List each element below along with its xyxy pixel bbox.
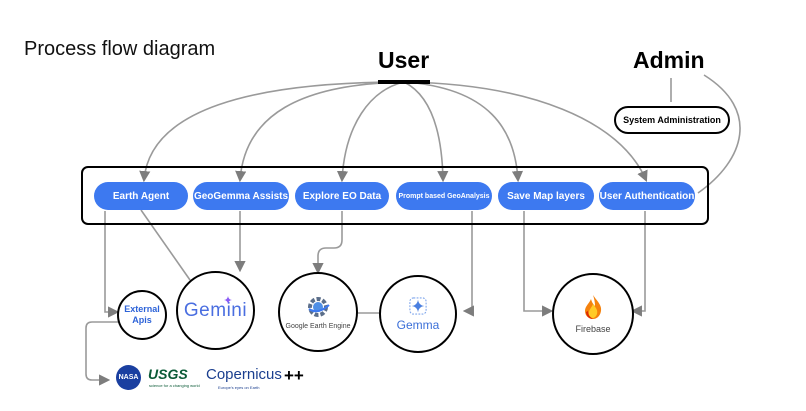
user-bar xyxy=(378,80,430,84)
edge-extapis-sources xyxy=(85,321,118,386)
usgs-tagline: science for a changing world xyxy=(149,383,200,388)
copernicus-tagline: Europe's eyes on Earth xyxy=(218,385,260,390)
gemma-label: Gemma xyxy=(396,317,440,332)
gemma-sparkle-icon xyxy=(409,296,427,315)
edge-user-auth xyxy=(403,81,648,183)
external-apis-label-line-1: External xyxy=(124,304,160,314)
prompt-based-geoanalysis-node: Prompt based GeoAnalysis xyxy=(396,182,492,210)
features-container xyxy=(81,166,709,225)
edge-explore-gee xyxy=(312,211,343,275)
edge-earth-agent-extapis xyxy=(104,211,120,318)
firebase-flame-icon xyxy=(585,295,602,319)
geogemma-assists-node: GeoGemma Assists xyxy=(193,182,289,210)
user-authentication-node: User Authentication xyxy=(599,182,695,210)
google-earth-engine-label: Google Earth Engine xyxy=(285,322,351,330)
edge-admin-auth xyxy=(697,74,741,194)
edge-user-geogemma xyxy=(235,81,405,183)
copernicus-label: Copernicus xyxy=(206,366,282,383)
nasa-logo: NASA xyxy=(116,365,141,390)
edge-user-explore xyxy=(336,81,405,183)
gemini-node: Gemini xyxy=(176,271,255,350)
firebase-node: Firebase xyxy=(552,273,634,355)
google-earth-engine-node: Google Earth Engine xyxy=(278,272,358,352)
gemma-node: Gemma xyxy=(379,275,457,353)
gemini-label: Gemini xyxy=(183,299,248,321)
firebase-label: Firebase xyxy=(575,324,611,334)
external-apis-node: External Apis xyxy=(117,290,167,340)
edge-prompt-gemma xyxy=(462,211,474,317)
edge-user-prompt xyxy=(403,81,449,183)
explore-eo-data-node: Explore EO Data xyxy=(295,182,389,210)
admin-actor-label: Admin xyxy=(633,47,705,73)
system-administration-node: System Administration xyxy=(614,106,730,134)
save-map-layers-node: Save Map layers xyxy=(498,182,594,210)
edge-earth-agent-gemini xyxy=(140,209,191,281)
edge-save-firebase xyxy=(523,211,554,317)
more-sources-label: ++ xyxy=(284,366,304,385)
external-apis-label-line-2: Apis xyxy=(132,315,152,325)
earth-engine-gear-icon xyxy=(308,296,330,317)
edge-auth-firebase xyxy=(630,211,646,317)
edge-user-earth-agent xyxy=(139,81,405,183)
edge-user-save xyxy=(403,81,524,183)
gemini-sparkle-icon xyxy=(223,295,232,304)
usgs-label: USGS xyxy=(148,366,188,382)
user-actor-label: User xyxy=(378,47,430,73)
earth-agent-node: Earth Agent xyxy=(94,182,188,210)
page-title: Process flow diagram xyxy=(24,38,216,60)
